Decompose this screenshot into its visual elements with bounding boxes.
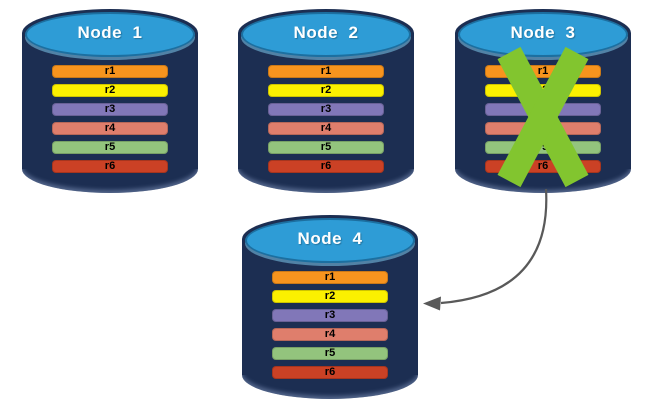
failure-x-icon [497,46,589,188]
record-r4: r4 [272,328,388,341]
record-r4: r4 [52,122,168,135]
record-r1: r1 [272,271,388,284]
node-3-cylinder: Node 3 r1 r2 r3 r4 r5 r6 [455,9,631,193]
record-r5: r5 [52,141,168,154]
record-r1: r1 [52,65,168,78]
node-4-cylinder: Node 4 r1 r2 r3 r4 r5 r6 [242,215,418,399]
record-r3: r3 [268,103,384,116]
node-2-record-list: r1 r2 r3 r4 r5 r6 [268,65,384,173]
cylinder-top-ellipse [245,218,415,263]
node-3-label: Node 3 [510,23,576,42]
node-4-record-list: r1 r2 r3 r4 r5 r6 [272,271,388,379]
node-4-label: Node 4 [297,229,363,248]
node-1-record-list: r1 r2 r3 r4 r5 r6 [52,65,168,173]
node-1-label: Node 1 [77,23,143,42]
node-2-label: Node 2 [293,23,359,42]
record-r2: r2 [268,84,384,97]
record-r3: r3 [52,103,168,116]
cylinder-top-ellipse [25,12,195,57]
node-1-cylinder: Node 1 r1 r2 r3 r4 r5 r6 [22,9,198,193]
record-r2: r2 [52,84,168,97]
record-r2: r2 [272,290,388,303]
record-r4: r4 [268,122,384,135]
node-2-cylinder: Node 2 r1 r2 r3 r4 r5 r6 [238,9,414,193]
record-r6: r6 [272,366,388,379]
record-r5: r5 [268,141,384,154]
cylinder-top-ellipse [458,12,628,57]
record-r1: r1 [268,65,384,78]
record-r6: r6 [52,160,168,173]
record-r3: r3 [272,309,388,322]
record-r5: r5 [272,347,388,360]
record-r6: r6 [268,160,384,173]
cylinder-top-ellipse [241,12,411,57]
